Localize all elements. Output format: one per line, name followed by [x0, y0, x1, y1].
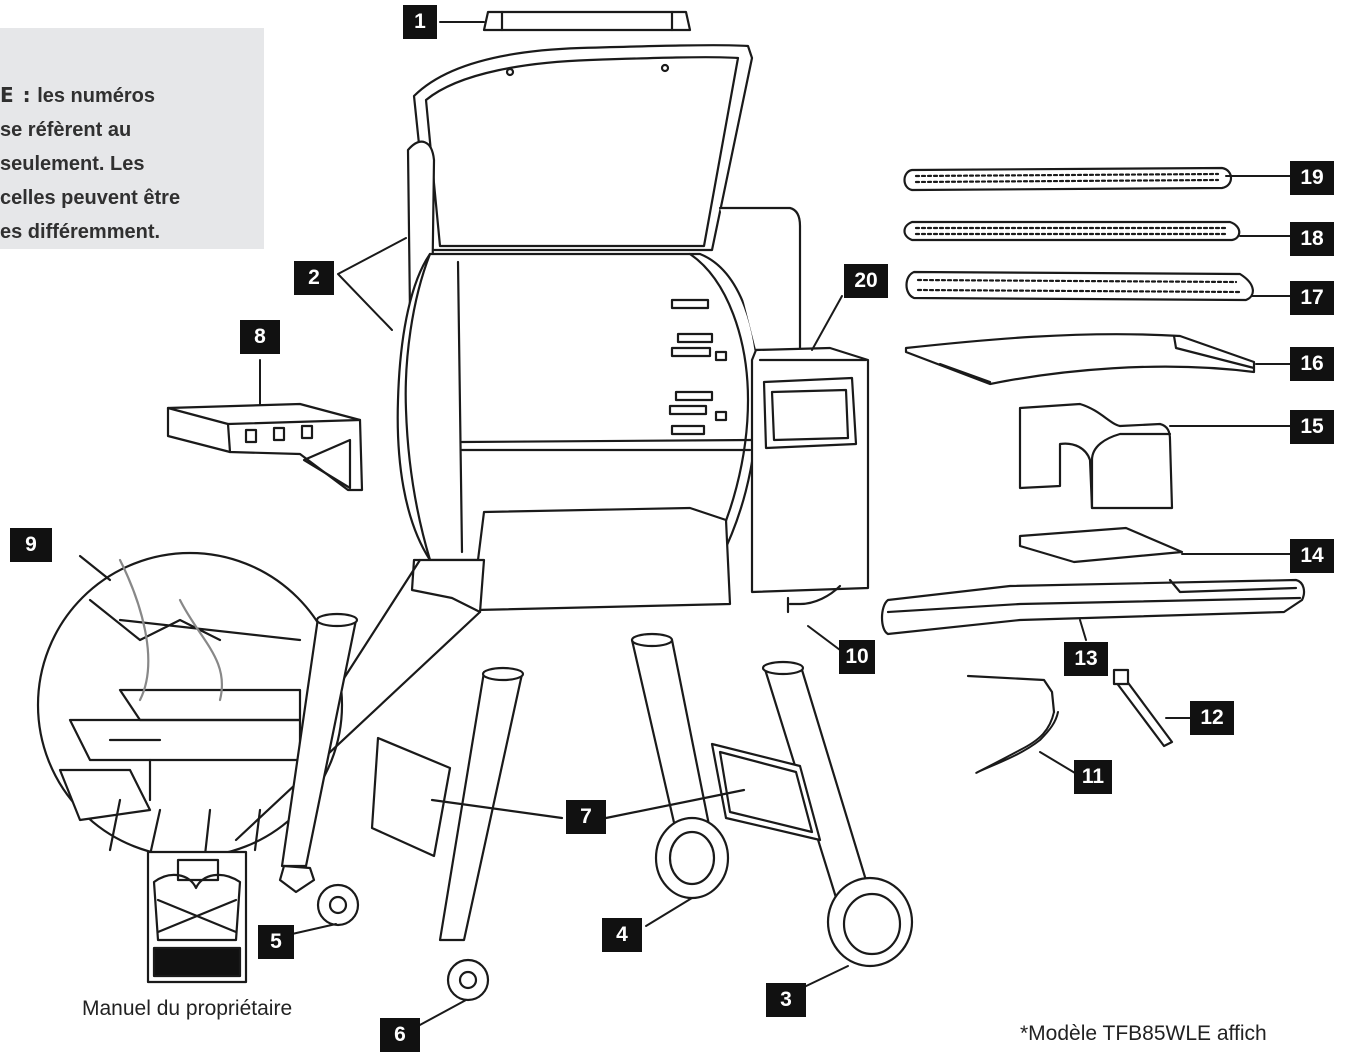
callout-8: 8	[240, 320, 280, 354]
hopper-part	[750, 346, 870, 594]
leader-zoom	[234, 610, 482, 842]
power-cord	[786, 584, 842, 614]
callout-9: 9	[10, 528, 52, 562]
meat-probe-part	[966, 674, 1059, 774]
callout-12: 12	[1190, 701, 1234, 735]
leg-5	[278, 612, 360, 927]
model-caption: *Modèle TFB85WLE affich	[1020, 1022, 1267, 1045]
callout-20: 20	[844, 264, 888, 298]
grill-base	[410, 506, 732, 614]
heat-baffle-part	[1018, 402, 1174, 510]
leg-3	[761, 660, 914, 968]
callout-1: 1	[403, 5, 437, 39]
note-line-1: les numéros	[37, 85, 156, 107]
callout-7: 7	[566, 800, 606, 834]
lid-handle-part	[482, 10, 692, 32]
callout-17: 17	[1290, 281, 1334, 315]
fire-pot-cover-part	[1018, 526, 1184, 564]
callout-15: 15	[1290, 410, 1334, 444]
note-line-5: es différemment.	[0, 221, 161, 243]
grate-18	[903, 220, 1241, 242]
callout-2: 2	[294, 261, 334, 295]
callout-18: 18	[1290, 222, 1334, 256]
hopper-back	[718, 206, 802, 352]
callout-4: 4	[602, 918, 642, 952]
note-text: E : les numéros se réfèrent au seulement…	[0, 78, 264, 249]
drip-tray-part	[904, 333, 1256, 386]
owners-manual	[146, 850, 248, 984]
grill-lid	[412, 44, 754, 252]
leg-6	[438, 666, 525, 1002]
callout-19: 19	[1290, 161, 1334, 195]
rtd-sensor-part	[1112, 668, 1174, 748]
callout-13: 13	[1064, 642, 1108, 676]
callout-6: 6	[380, 1018, 420, 1052]
callout-11: 11	[1074, 760, 1112, 794]
callout-16: 16	[1290, 347, 1334, 381]
leader-7-left	[430, 798, 564, 820]
callout-3: 3	[766, 983, 806, 1017]
callout-5: 5	[258, 925, 294, 959]
leader-7-right	[604, 788, 746, 820]
leg-4	[630, 632, 730, 900]
zoom-detail-circle	[36, 551, 422, 859]
leader-lines	[259, 21, 1291, 1027]
note-line-3: seulement. Les	[0, 153, 145, 175]
leader-9	[78, 554, 112, 582]
note-box: E : les numéros se réfèrent au seulement…	[0, 28, 264, 249]
manual-caption: Manuel du propriétaire	[82, 997, 293, 1020]
grate-17	[905, 270, 1254, 302]
callout-10: 10	[839, 640, 875, 674]
front-shelf-part	[880, 578, 1306, 636]
note-label: E :	[0, 83, 32, 107]
foot-pad-right	[710, 742, 822, 842]
side-shelf-part	[166, 402, 364, 492]
foot-pad-left	[370, 736, 452, 858]
grate-19	[903, 166, 1233, 192]
note-line-2: se réfèrent au	[0, 119, 132, 141]
callout-14: 14	[1290, 539, 1334, 573]
note-line-4: celles peuvent être	[0, 187, 181, 209]
